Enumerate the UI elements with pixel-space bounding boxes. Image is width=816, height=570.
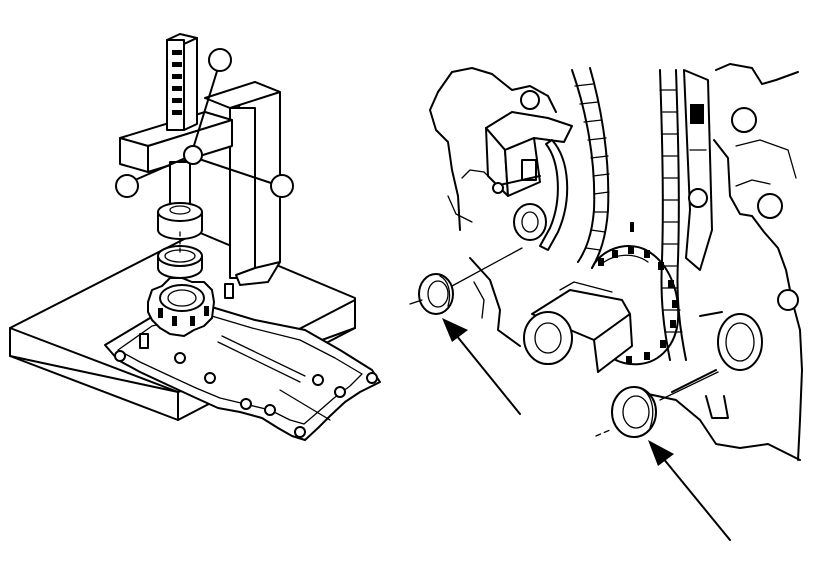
block-lower-edge [647, 393, 801, 461]
chain-guide-left [539, 139, 569, 251]
camshaft-seal-bore [671, 311, 763, 419]
front-cover [104, 283, 381, 441]
oil-pump-housing [147, 277, 215, 337]
seal-left-axis [451, 247, 523, 287]
block-lower-left [469, 257, 521, 347]
seal-right-axis [659, 371, 719, 401]
crankshaft-front-seal [157, 245, 203, 279]
arrow-right-seal [648, 440, 731, 541]
seal-left [418, 273, 454, 315]
seal-right [611, 386, 657, 438]
press-handles [115, 48, 294, 198]
block-outline-top-right [715, 63, 799, 85]
timing-chain-right-strand [659, 69, 713, 361]
arrow-left-seal [442, 318, 521, 415]
crankshaft-snout [523, 281, 633, 373]
left-panel-press-installation [9, 33, 381, 441]
right-panel-engine-front [409, 63, 803, 541]
seal-right-axis-front [595, 429, 611, 437]
block-outline-top [437, 67, 557, 113]
seal-left-axis-front [409, 299, 423, 305]
block-outline-right [713, 139, 803, 461]
timing-chain-left-strand [571, 67, 610, 269]
sprocket-teeth [598, 222, 678, 364]
block-outline-left [429, 91, 461, 231]
seal-installer [157, 202, 203, 240]
chain-guide-bracket [485, 90, 573, 241]
press-rack [166, 33, 198, 205]
